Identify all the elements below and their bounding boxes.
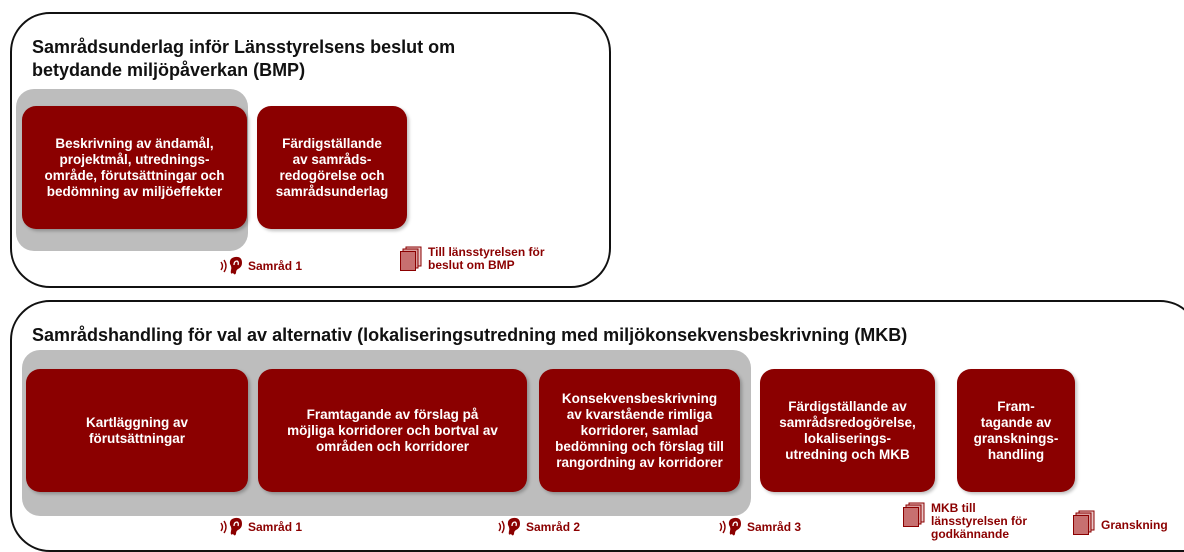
ear-icon	[220, 256, 242, 275]
section-bmp-title: Samrådsunderlag inför Länsstyrelsens bes…	[32, 37, 456, 80]
document-label: MKB till länsstyrelsen för godkännande	[931, 501, 1028, 541]
process-step-box: Färdigställande av samråds- redogörelse …	[257, 106, 407, 229]
document-label: Granskning	[1101, 518, 1168, 532]
section-alternativ-title: Samrådshandling för val av alternativ (l…	[32, 325, 908, 345]
document-label: Till länsstyrelsen för beslut om BMP	[428, 245, 545, 272]
samrad-marker: Samråd 1	[218, 516, 302, 538]
samrad-label: Samråd 1	[248, 259, 303, 273]
process-step-box: Framtagande av förslag på möjliga korrid…	[258, 369, 527, 492]
samrad-label: Samråd 1	[248, 520, 303, 534]
samrad-marker: Samråd 1	[218, 255, 302, 277]
document-stack-icon	[903, 502, 925, 527]
ear-icon	[220, 517, 242, 536]
process-step-box: Färdigställande av samrådsredogörelse, l…	[760, 369, 935, 492]
document-stack-icon	[400, 246, 422, 271]
process-step-box: Konsekvensbeskrivning av kvarstående rim…	[539, 369, 740, 492]
process-step-box: Beskrivning av ändamål, projektmål, utre…	[22, 106, 247, 229]
process-step-box: Fram- tagande av gransknings- handling	[957, 369, 1075, 492]
ear-icon	[498, 517, 520, 536]
process-step-box: Kartläggning av förutsättningar	[26, 369, 248, 492]
samrad-label: Samråd 3	[747, 520, 802, 534]
document-marker: Granskning	[1073, 510, 1168, 536]
samrad-marker: Samråd 2	[496, 516, 580, 538]
ear-icon	[719, 517, 741, 536]
samrad-marker: Samråd 3	[717, 516, 801, 538]
document-stack-icon	[1073, 510, 1095, 535]
samrad-label: Samråd 2	[526, 520, 581, 534]
document-marker: MKB till länsstyrelsen för godkännande	[903, 502, 1027, 541]
document-marker: Till länsstyrelsen för beslut om BMP	[400, 246, 545, 272]
